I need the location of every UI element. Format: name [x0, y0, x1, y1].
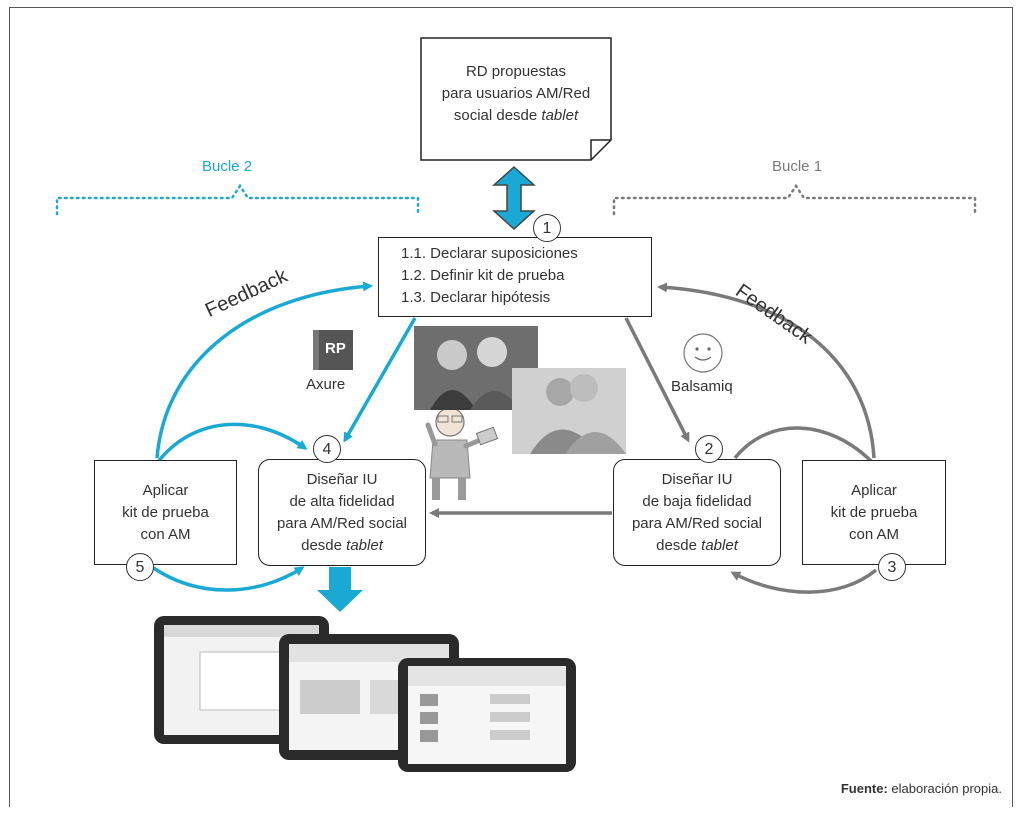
feedback-arrow-right	[657, 282, 876, 459]
source-note: Fuente: elaboración propia.	[841, 781, 1002, 796]
arrow-tasks-to-high	[343, 317, 417, 443]
apply-test-kit-right: Aplicar kit de prueba con AM	[802, 460, 946, 565]
tablet-3	[398, 658, 576, 772]
step-number-2: 2	[695, 435, 723, 463]
design-high-fidelity: Diseñar IU de alta fidelidad para AM/Red…	[258, 459, 426, 566]
loop2-label: Bucle 2	[202, 158, 253, 175]
feedback-arrow-left	[155, 281, 373, 459]
step-number-3: 3	[878, 553, 906, 581]
rd-document-shape	[420, 37, 612, 161]
figure-frame	[9, 7, 1013, 807]
arrow-low-to-apply-top	[733, 426, 874, 464]
arrow-tasks-to-low	[624, 317, 690, 443]
source-text: elaboración propia.	[887, 781, 1002, 796]
smiley-icon	[683, 333, 723, 373]
rd-line-3: social desde tablet	[453, 107, 579, 124]
double-arrow	[492, 165, 536, 231]
down-arrow	[317, 567, 363, 612]
tasks-box: 1.1. Declarar suposiciones 1.2. Definir …	[378, 237, 652, 317]
loop1-label: Bucle 1	[772, 158, 823, 175]
rd-line-1: RD propuestas	[465, 63, 567, 80]
photo-couple-2	[512, 368, 626, 454]
apply-test-kit-left: Aplicar kit de prueba con AM	[94, 460, 237, 565]
axure-icon: RP	[313, 330, 353, 370]
arrow-apply-to-high-top	[156, 422, 308, 464]
design-low-fidelity: Diseñar IU de baja fidelidad para AM/Red…	[613, 459, 781, 566]
balsamiq-label: Balsamiq	[671, 378, 733, 395]
loop1-brace	[612, 183, 977, 216]
task-3: 1.3. Declarar hipótesis	[401, 289, 551, 306]
task-2: 1.2. Definir kit de prueba	[401, 267, 565, 284]
step-number-4: 4	[313, 435, 341, 463]
rd-proposals-text: RD propuestas para usuarios AM/Red socia…	[421, 52, 611, 136]
source-label: Fuente:	[840, 781, 888, 796]
arrow-apply-to-high-bottom	[151, 565, 305, 592]
task-1: 1.1. Declarar suposiciones	[401, 245, 578, 262]
step-number-5: 5	[126, 553, 154, 581]
arrow-apply-to-low-bottom	[730, 568, 878, 594]
loop2-brace	[55, 183, 420, 216]
step-number-1: 1	[533, 214, 561, 242]
rd-line-2: para usuarios AM/Red	[441, 85, 591, 102]
axure-label: Axure	[306, 376, 346, 393]
elderly-man-illustration	[425, 407, 499, 500]
